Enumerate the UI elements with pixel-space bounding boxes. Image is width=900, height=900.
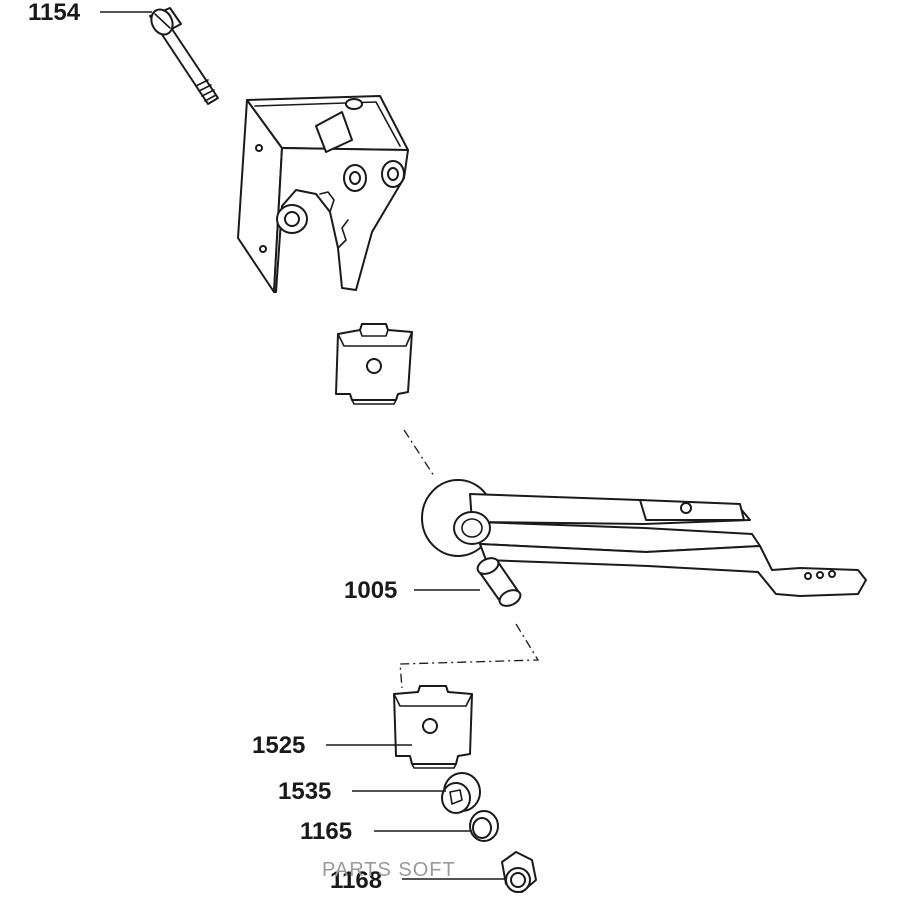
- watermark: PARTS SOFT: [322, 859, 456, 881]
- leader-lines: [100, 11, 506, 880]
- callout-1535: 1535: [278, 778, 331, 805]
- callout-1165: 1165: [300, 818, 352, 845]
- leaf-spring[interactable]: [421, 479, 867, 597]
- assembly-centerlines: [399, 429, 540, 689]
- lower-shackle-bracket-1525[interactable]: [393, 685, 473, 769]
- bolt-1154[interactable]: [147, 6, 219, 105]
- pin-1005[interactable]: [475, 555, 523, 609]
- washer-1165[interactable]: [469, 810, 499, 842]
- upper-shackle-bracket[interactable]: [335, 323, 413, 405]
- bushing-1535[interactable]: [441, 772, 481, 814]
- callout-1154: 1154: [28, 0, 81, 26]
- callout-1005: 1005: [344, 577, 397, 604]
- callout-1168: 1168: [330, 867, 382, 894]
- nut-1168[interactable]: [501, 851, 537, 893]
- upper-hanger-bracket[interactable]: [237, 95, 409, 293]
- callout-1525: 1525: [252, 732, 305, 759]
